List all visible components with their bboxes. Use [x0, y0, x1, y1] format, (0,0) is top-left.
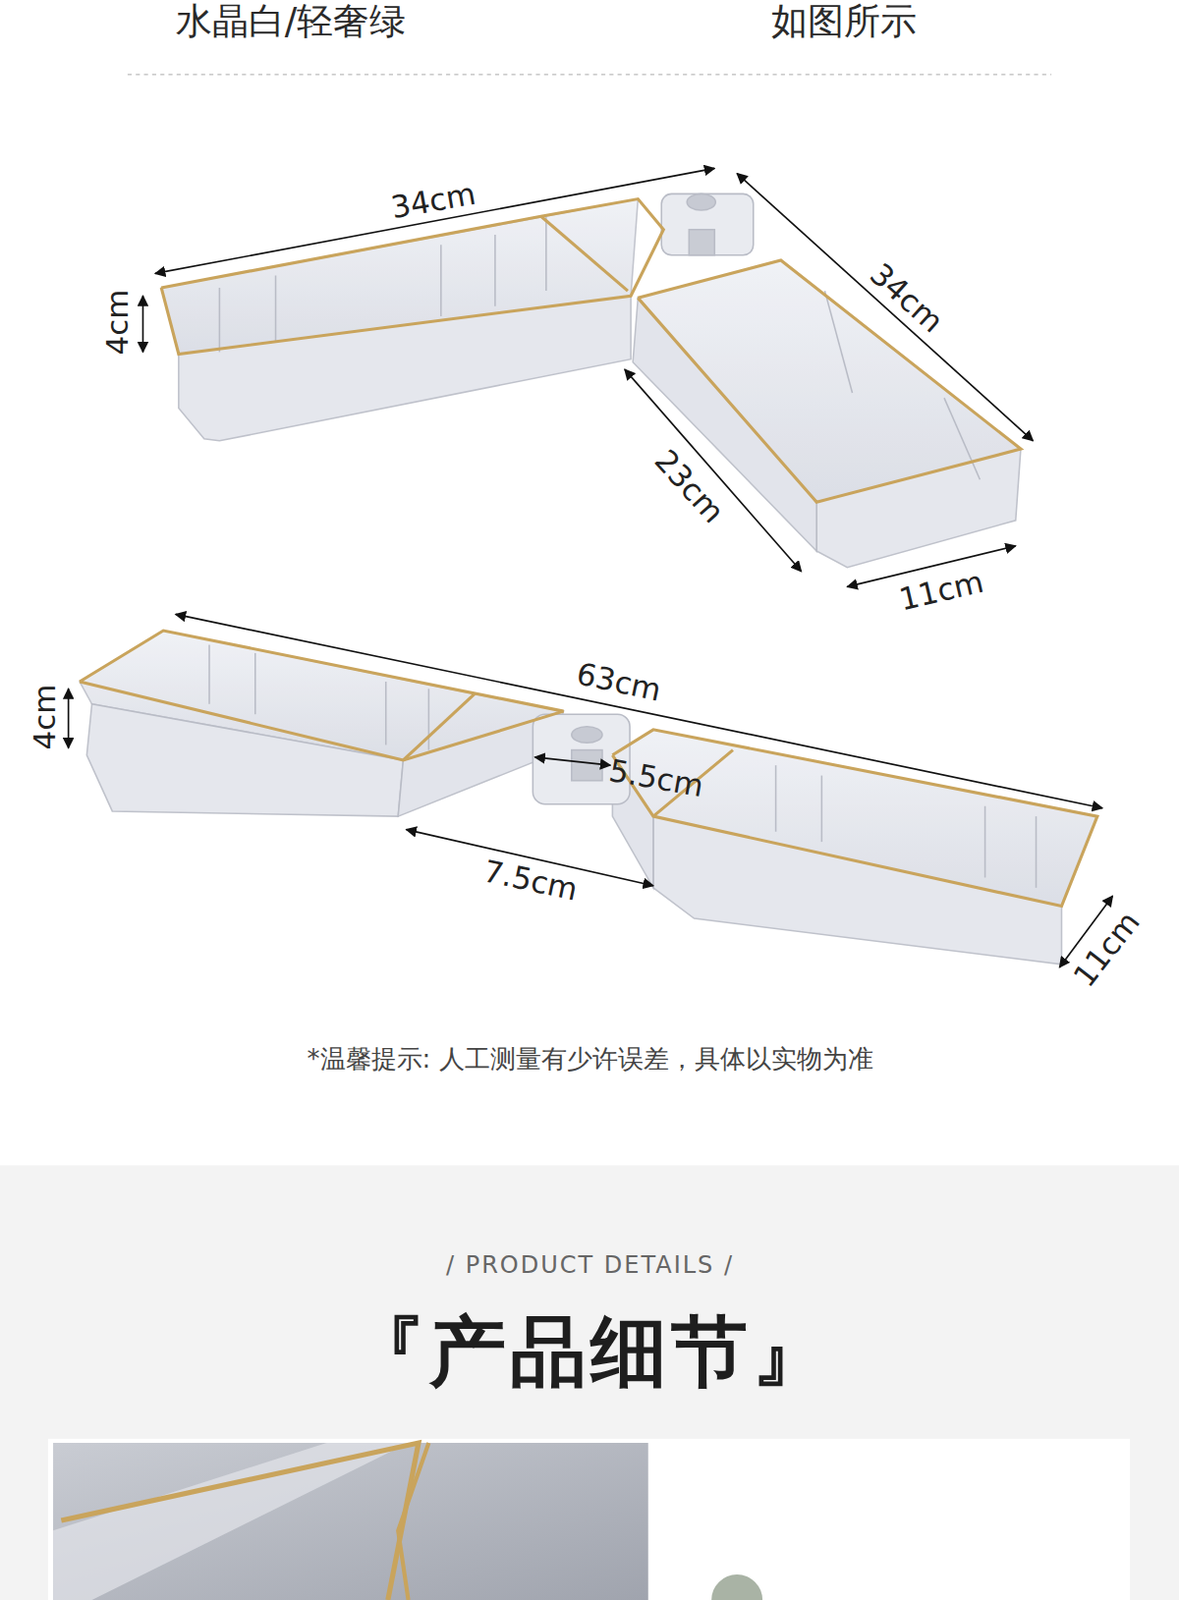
dimension: 7.5cm — [480, 853, 581, 906]
section-subtitle: / PRODUCT DETAILS / — [446, 1252, 734, 1279]
dimension: 4cm — [100, 289, 134, 356]
section-title: 『产品细节』 — [348, 1310, 833, 1396]
dimension: 63cm — [573, 656, 665, 707]
dimension: 34cm — [388, 175, 478, 225]
color-option: 水晶白/轻奢绿 — [175, 1, 406, 43]
dimension: 23cm — [649, 443, 731, 529]
style-note: 如图所示 — [771, 1, 917, 43]
dimension: 4cm — [27, 684, 61, 751]
measurement-note: *温馨提示: 人工测量有少许误差，具体以实物为准 — [307, 1045, 874, 1074]
dimension: 11cm — [1066, 905, 1146, 994]
